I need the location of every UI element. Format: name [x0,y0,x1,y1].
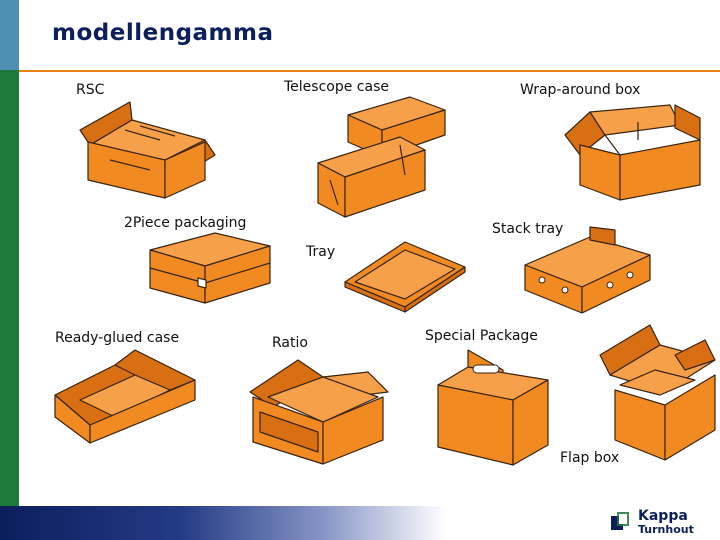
label-wrap-around-box: Wrap-around box [520,82,641,98]
label-special-package: Special Package [425,328,538,344]
special-package-illustration [437,349,549,466]
sidebar-accent-top [0,0,19,70]
label-tray: Tray [306,244,336,260]
wrap-around-box-illustration [564,104,701,201]
tray-illustration [344,241,466,313]
slide-title: modellengamma [52,20,274,46]
label-rsc: RSC [76,82,105,98]
label-ratio: Ratio [272,335,308,351]
rsc-box-illustration [79,101,216,199]
kappa-logo: Kappa Turnhout [610,508,710,538]
label-ready-glued-case: Ready-glued case [55,330,180,346]
label-flap-box: Flap box [560,450,620,466]
two-piece-packaging-illustration [149,232,271,304]
logo-subtitle: Turnhout [638,523,694,536]
title-divider [19,70,720,72]
sidebar-accent-bottom [0,70,19,506]
stack-tray-illustration [524,226,651,314]
label-2piece-packaging: 2Piece packaging [124,215,247,231]
footer-bar [0,506,720,540]
flap-box-illustration [599,324,716,461]
kappa-logo-icon [611,512,629,530]
logo-name: Kappa [638,508,688,524]
ready-glued-case-illustration [54,349,196,444]
label-stack-tray: Stack tray [492,221,564,237]
telescope-case-illustration [317,96,446,218]
slide-number: 18 [22,483,34,493]
ratio-box-illustration [249,359,389,465]
label-telescope-case: Telescope case [284,79,389,95]
